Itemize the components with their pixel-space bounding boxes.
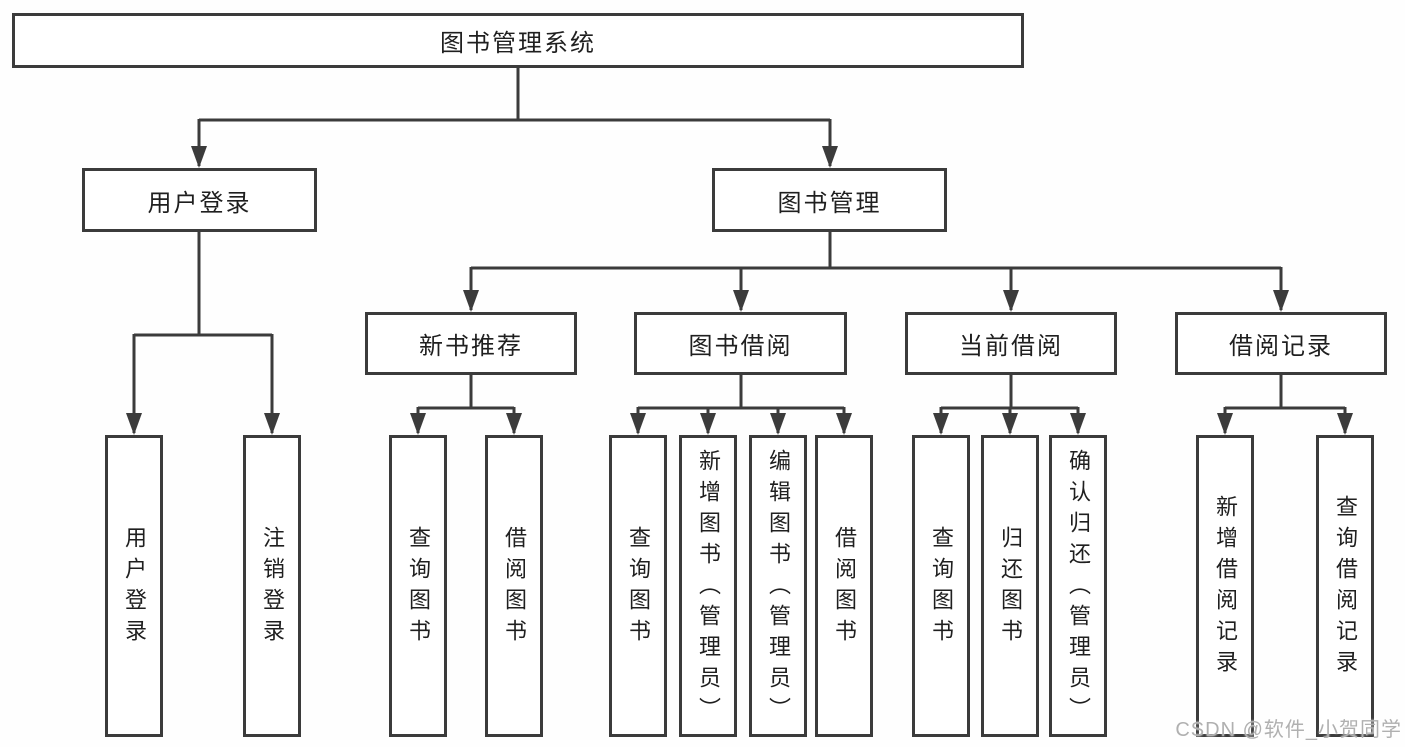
leaf-record-add-borrow-record: 新增借阅记录 [1196,435,1254,737]
leaf-borrow-add-books-admin: 新增图书（管理员） [679,435,737,737]
leaf-rec-borrow-books: 借阅图书 [485,435,543,737]
leaf-borrow-edit-books-admin: 编辑图书（管理员） [749,435,807,737]
node-root-library-system: 图书管理系统 [12,13,1024,68]
leaf-borrow-query-books: 查询图书 [609,435,667,737]
node-user-login: 用户登录 [82,168,317,232]
node-new-book-recommend: 新书推荐 [365,312,577,375]
node-borrow-record: 借阅记录 [1175,312,1387,375]
leaf-current-confirm-return-admin: 确认归还（管理员） [1049,435,1107,737]
node-current-borrow: 当前借阅 [905,312,1117,375]
leaf-borrow-borrow-books: 借阅图书 [815,435,873,737]
csdn-watermark: CSDN @软件_小贺同学 [1175,719,1402,741]
leaf-current-query-books: 查询图书 [912,435,970,737]
leaf-record-query-borrow-record: 查询借阅记录 [1316,435,1374,737]
arrowheads [126,146,1353,435]
leaf-logout: 注销登录 [243,435,301,737]
node-book-borrow: 图书借阅 [634,312,847,375]
leaf-user-login: 用户登录 [105,435,163,737]
leaf-rec-query-books: 查询图书 [389,435,447,737]
node-book-management: 图书管理 [712,168,947,232]
leaf-current-return-books: 归还图书 [981,435,1039,737]
